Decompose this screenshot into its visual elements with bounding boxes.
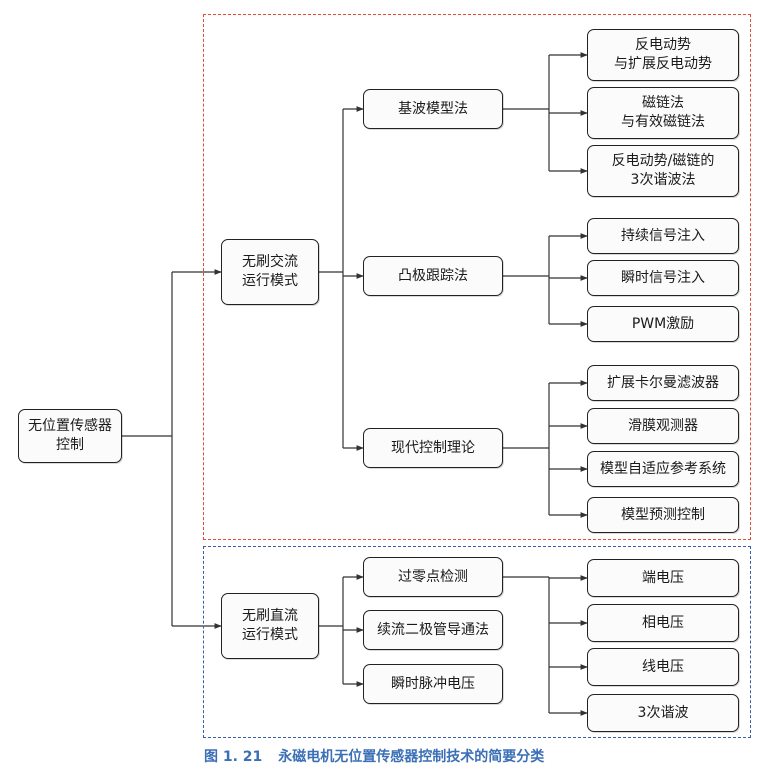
- root-label-line2: 控制: [56, 437, 84, 453]
- method-label: 凸极跟踪法: [398, 267, 468, 284]
- leaf-label: 模型自适应参考系统: [600, 460, 726, 477]
- leaf-label-line2: 3次谐波法: [630, 172, 696, 188]
- leaf-transient-injection: 瞬时信号注入: [587, 260, 739, 296]
- leaf-label: 相电压: [642, 614, 684, 631]
- root-label-line1: 无位置传感器: [28, 418, 112, 434]
- figure-title: 永磁电机无位置传感器控制技术的简要分类: [278, 749, 545, 765]
- method-zero-crossing: 过零点检测: [363, 557, 503, 597]
- ac-mode-node: 无刷交流 运行模式: [221, 239, 319, 305]
- leaf-third-harmonic: 3次谐波: [587, 694, 739, 732]
- leaf-line-voltage: 线电压: [587, 648, 739, 686]
- method-label: 基波模型法: [398, 100, 468, 117]
- leaf-label: 模型预测控制: [621, 506, 705, 523]
- method-modern-control: 现代控制理论: [363, 428, 503, 468]
- method-label: 过零点检测: [398, 568, 468, 585]
- leaf-model-predictive-control: 模型预测控制: [587, 497, 739, 533]
- leaf-label-line1: 反电动势: [635, 37, 691, 53]
- method-label: 现代控制理论: [391, 439, 475, 456]
- method-fundamental-model: 基波模型法: [363, 89, 503, 129]
- leaf-label: 瞬时信号注入: [621, 269, 705, 286]
- leaf-terminal-voltage: 端电压: [587, 559, 739, 597]
- leaf-label: 端电压: [642, 569, 684, 586]
- leaf-mras: 模型自适应参考系统: [587, 451, 739, 487]
- leaf-label: 持续信号注入: [621, 227, 705, 244]
- leaf-label: 线电压: [642, 658, 684, 675]
- leaf-sliding-mode-observer: 滑膜观测器: [587, 408, 739, 444]
- leaf-label-line2: 与扩展反电动势: [614, 56, 712, 72]
- method-label: 瞬时脉冲电压: [391, 675, 475, 692]
- leaf-label: 扩展卡尔曼滤波器: [607, 374, 719, 391]
- leaf-third-harmonic-emf: 反电动势/磁链的 3次谐波法: [587, 145, 739, 197]
- leaf-back-emf: 反电动势 与扩展反电动势: [587, 29, 739, 81]
- dc-mode-line2: 运行模式: [242, 627, 298, 643]
- leaf-label-line1: 反电动势/磁链的: [611, 153, 715, 169]
- leaf-label-line1: 磁链法: [642, 95, 684, 111]
- method-label: 续流二极管导通法: [377, 621, 489, 638]
- ac-region-frame: [203, 14, 751, 540]
- leaf-flux-linkage: 磁链法 与有效磁链法: [587, 87, 739, 139]
- leaf-continuous-injection: 持续信号注入: [587, 218, 739, 254]
- leaf-label: PWM激励: [631, 315, 695, 332]
- leaf-label: 3次谐波: [637, 704, 689, 721]
- method-freewheeling-diode: 续流二极管导通法: [363, 610, 503, 650]
- root-sensorless-control: 无位置传感器 控制: [18, 409, 122, 463]
- ac-mode-line1: 无刷交流: [242, 254, 298, 270]
- leaf-pwm-excitation: PWM激励: [587, 306, 739, 342]
- method-saliency-tracking: 凸极跟踪法: [363, 256, 503, 296]
- leaf-ekf: 扩展卡尔曼滤波器: [587, 365, 739, 401]
- leaf-phase-voltage: 相电压: [587, 604, 739, 642]
- figure-caption: 图 1. 21 永磁电机无位置传感器控制技术的简要分类: [204, 746, 544, 766]
- method-transient-pulse: 瞬时脉冲电压: [363, 664, 503, 704]
- ac-mode-line2: 运行模式: [242, 273, 298, 289]
- dc-mode-node: 无刷直流 运行模式: [221, 593, 319, 659]
- dc-mode-line1: 无刷直流: [242, 608, 298, 624]
- leaf-label: 滑膜观测器: [628, 417, 698, 434]
- dc-region-frame: [203, 546, 751, 738]
- figure-number: 图 1. 21: [204, 749, 263, 765]
- leaf-label-line2: 与有效磁链法: [621, 114, 705, 130]
